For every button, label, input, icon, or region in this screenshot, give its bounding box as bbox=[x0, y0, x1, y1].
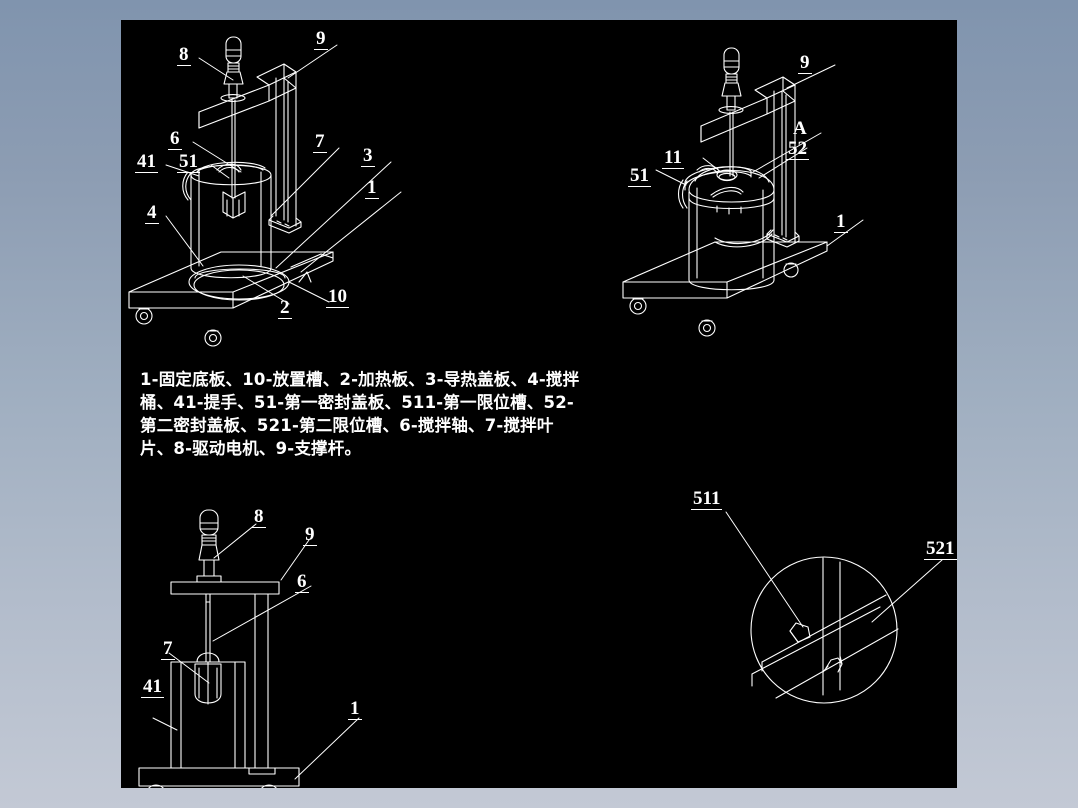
parts-legend: 1-固定底板、10-放置槽、2-加热板、3-导热盖板、4-搅拌桶、41-提手、5… bbox=[140, 370, 580, 458]
support-foot bbox=[268, 215, 302, 234]
callout-9-front: 9 bbox=[303, 524, 317, 546]
clamp-ring bbox=[688, 197, 775, 215]
handle-41 bbox=[677, 179, 774, 248]
support-foot bbox=[766, 229, 800, 248]
drum-4 bbox=[688, 187, 775, 291]
callout-7: 7 bbox=[313, 131, 327, 153]
callout-9-closed: 9 bbox=[798, 52, 812, 74]
callout-2: 2 bbox=[278, 297, 292, 319]
leader-lines bbox=[165, 44, 402, 305]
caster-wheels bbox=[135, 307, 222, 347]
callout-8: 8 bbox=[177, 44, 191, 66]
base-plate-1 bbox=[622, 241, 828, 299]
callout-511: 511 bbox=[691, 488, 723, 510]
mixer-blade-7 bbox=[222, 191, 246, 219]
callout-1: 1 bbox=[365, 177, 379, 199]
callout-41: 41 bbox=[135, 151, 158, 173]
leader-lines bbox=[152, 523, 360, 780]
mixer-blade-7 bbox=[194, 661, 222, 705]
detail-contents bbox=[751, 557, 899, 699]
support-bar-9 bbox=[198, 63, 297, 227]
base-plate-1 bbox=[138, 767, 300, 787]
callout-3: 3 bbox=[361, 145, 375, 167]
support-bar-9 bbox=[170, 581, 280, 775]
slot-10 bbox=[298, 271, 312, 283]
heating-plate-2 bbox=[194, 268, 286, 279]
callout-9: 9 bbox=[314, 28, 328, 50]
base-plate-1 bbox=[128, 251, 334, 309]
callout-6-front: 6 bbox=[295, 571, 309, 593]
motor-8 bbox=[196, 509, 222, 583]
support-bar-9 bbox=[700, 76, 796, 243]
drawing-canvas: 1-固定底板、10-放置槽、2-加热板、3-导热盖板、4-搅拌桶、41-提手、5… bbox=[121, 20, 957, 788]
callout-8-front: 8 bbox=[252, 506, 266, 528]
callout-521: 521 bbox=[924, 538, 957, 560]
view-front-elevation bbox=[138, 509, 360, 788]
motor-8 bbox=[718, 47, 744, 114]
motor-8 bbox=[220, 36, 246, 102]
detail-circle-boundary bbox=[750, 556, 898, 704]
caster-wheels bbox=[148, 784, 277, 788]
caster-wheels bbox=[629, 262, 799, 337]
callout-11: 11 bbox=[662, 147, 684, 169]
callout-7-front: 7 bbox=[161, 638, 175, 660]
view-isometric-open bbox=[128, 36, 402, 347]
mixer-shaft-6 bbox=[729, 111, 734, 177]
callout-4: 4 bbox=[145, 202, 159, 224]
callout-41-front: 41 bbox=[141, 676, 164, 698]
mixer-shaft-6 bbox=[205, 593, 211, 663]
view-detail-a bbox=[725, 511, 943, 704]
opening-11 bbox=[716, 169, 738, 182]
mixer-shaft-6 bbox=[231, 99, 236, 199]
leader-lines bbox=[655, 64, 864, 247]
callout-1-front: 1 bbox=[348, 698, 362, 720]
callout-10: 10 bbox=[326, 286, 349, 308]
callout-52: 52 bbox=[786, 138, 809, 160]
view-isometric-closed bbox=[622, 47, 864, 337]
leader-lines bbox=[725, 511, 943, 628]
callout-1-closed: 1 bbox=[834, 211, 848, 233]
lid-first-51 bbox=[196, 161, 266, 173]
coupler bbox=[196, 652, 220, 663]
callout-51-closed: 51 bbox=[628, 165, 651, 187]
callout-51: 51 bbox=[177, 151, 200, 173]
handle-41 bbox=[182, 171, 192, 201]
callout-6: 6 bbox=[168, 128, 182, 150]
drum-4 bbox=[190, 164, 272, 279]
callout-detail-marker-a: A bbox=[793, 118, 807, 139]
